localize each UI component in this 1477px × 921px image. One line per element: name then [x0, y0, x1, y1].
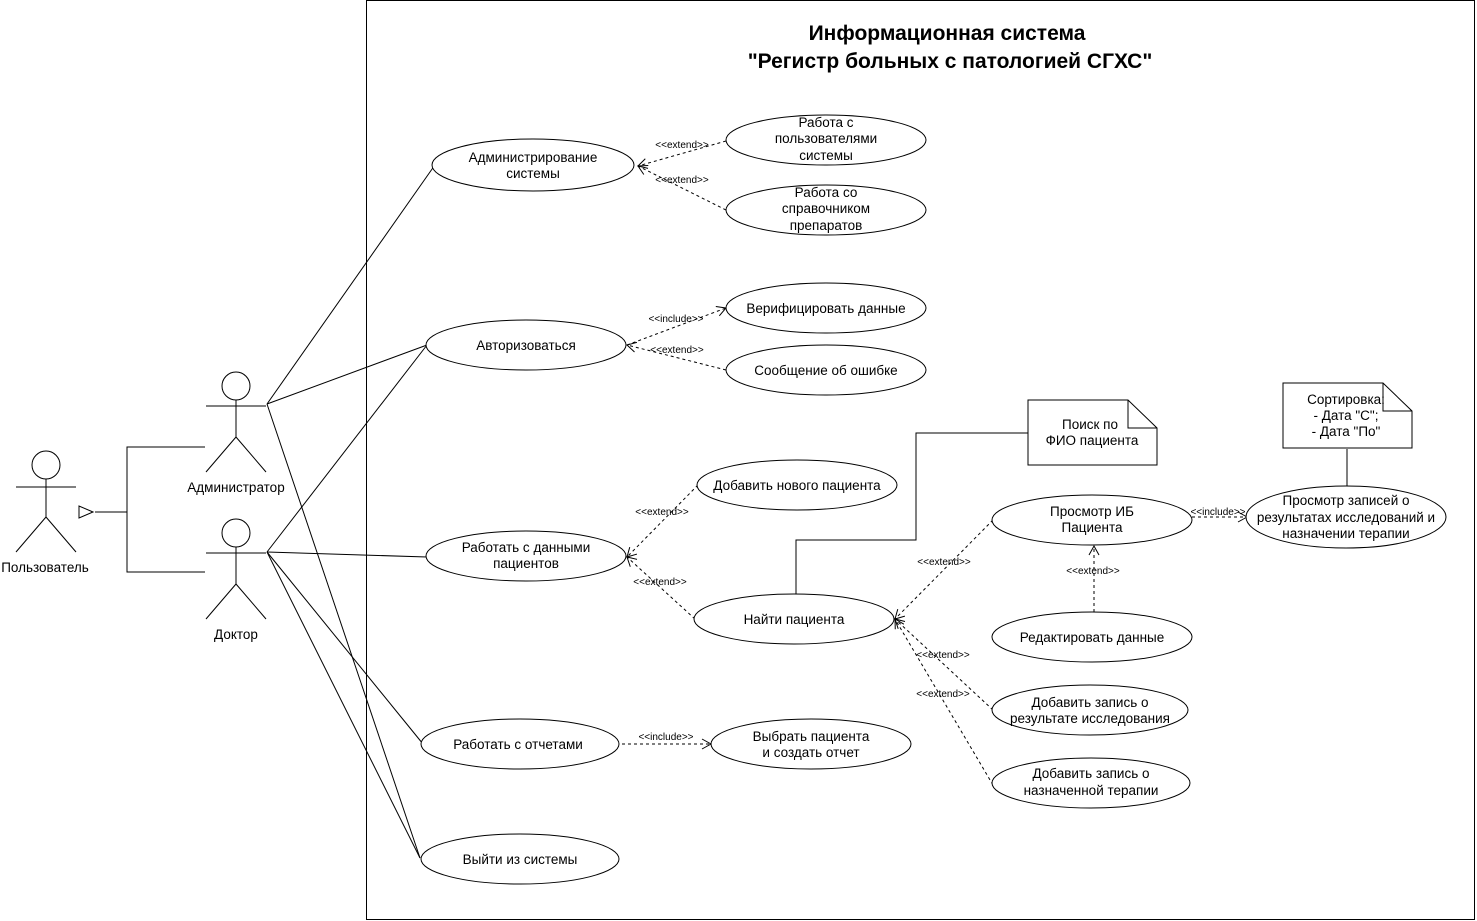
svg-text:препаратов: препаратов	[790, 218, 863, 233]
system-title-line1: Информационная система	[809, 22, 1086, 45]
svg-text:Добавить запись о: Добавить запись о	[1032, 766, 1149, 781]
actor-doctor: Доктор	[205, 518, 267, 642]
svg-text:назначении терапии: назначении терапии	[1282, 526, 1409, 541]
use-case-logout[interactable]: Выйти из системы	[420, 833, 620, 885]
svg-text:Работать с данными: Работать с данными	[462, 540, 591, 555]
note-search: Поиск по ФИО пациента	[1027, 399, 1158, 466]
actor-user: Пользователь	[1, 450, 89, 575]
use-case-view-record[interactable]: Просмотр ИБ Пациента	[991, 494, 1193, 546]
use-case-find-patient[interactable]: Найти пациента	[693, 593, 895, 645]
svg-text:Просмотр записей о: Просмотр записей о	[1282, 493, 1409, 508]
svg-text:Работать с отчетами: Работать с отчетами	[453, 737, 583, 752]
use-case-admin-system[interactable]: Администрирование системы	[431, 138, 635, 192]
actor-admin-label: Администратор	[187, 480, 284, 495]
svg-text:Просмотр ИБ: Просмотр ИБ	[1050, 504, 1134, 519]
note-sort: Сортировка: - Дата "С"; - Дата "По"	[1282, 382, 1413, 449]
use-case-error-message[interactable]: Сообщение об ошибке	[725, 344, 927, 396]
svg-text:системы: системы	[799, 148, 853, 163]
stereotype-label: <<include>>	[638, 732, 693, 743]
svg-text:Работа с: Работа с	[798, 115, 853, 130]
svg-text:результате исследования: результате исследования	[1010, 711, 1170, 726]
svg-text:Поиск по: Поиск по	[1062, 417, 1118, 432]
stereotype-label: <<include>>	[1190, 507, 1245, 518]
use-case-create-report[interactable]: Выбрать пациента и создать отчет	[710, 718, 912, 770]
note-connector-search	[795, 432, 1028, 598]
associations	[266, 161, 438, 859]
stereotype-label: <<extend>>	[1066, 566, 1120, 577]
svg-text:Авторизоваться: Авторизоваться	[476, 338, 576, 353]
svg-text:Добавить запись о: Добавить запись о	[1031, 695, 1148, 710]
svg-text:Выйти из системы: Выйти из системы	[463, 852, 578, 867]
svg-text:пользователями: пользователями	[775, 131, 877, 146]
stereotype-label: <<extend>>	[655, 175, 709, 186]
stereotype-label: <<extend>>	[916, 650, 970, 661]
svg-text:Выбрать пациента: Выбрать пациента	[753, 729, 870, 744]
svg-text:системы: системы	[506, 166, 560, 181]
actor-admin: Администратор	[187, 371, 285, 495]
use-case-verify-data[interactable]: Верифицировать данные	[725, 282, 927, 334]
stereotype-label: <<extend>>	[650, 345, 704, 356]
stereotype-label: <<extend>>	[633, 577, 687, 588]
svg-text:ФИО пациента: ФИО пациента	[1046, 433, 1139, 448]
use-case-reports[interactable]: Работать с отчетами	[420, 718, 620, 770]
svg-text:Верифицировать данные: Верифицировать данные	[746, 301, 905, 316]
svg-text:назначенной терапии: назначенной терапии	[1024, 783, 1159, 798]
stereotype-labels: <<extend>> <<extend>> <<include>> <<exte…	[633, 140, 1245, 743]
stereotype-label: <<include>>	[648, 314, 703, 325]
svg-text:справочником: справочником	[782, 201, 870, 216]
svg-text:- Дата "С";: - Дата "С";	[1314, 408, 1379, 423]
svg-text:Редактировать данные: Редактировать данные	[1020, 630, 1165, 645]
use-case-add-result[interactable]: Добавить запись о результате исследовани…	[991, 684, 1189, 736]
svg-text:Работа со: Работа со	[795, 185, 858, 200]
svg-text:Администрирование: Администрирование	[469, 150, 598, 165]
use-case-add-therapy[interactable]: Добавить запись о назначенной терапии	[991, 757, 1191, 809]
use-case-drug-directory[interactable]: Работа со справочником препаратов	[725, 184, 927, 236]
actor-user-label: Пользователь	[1, 560, 89, 575]
generalization-connector	[78, 446, 205, 573]
system-title-line2: "Регистр больных с патологией СГХС"	[748, 50, 1153, 73]
use-case-view-results[interactable]: Просмотр записей о результатах исследова…	[1245, 485, 1447, 549]
stereotype-label: <<extend>>	[916, 689, 970, 700]
use-case-manage-users[interactable]: Работа с пользователями системы	[725, 114, 927, 166]
svg-text:Пациента: Пациента	[1062, 520, 1123, 535]
svg-text:Добавить нового пациента: Добавить нового пациента	[713, 478, 881, 493]
stereotype-label: <<extend>>	[635, 507, 689, 518]
dependencies	[622, 140, 1249, 786]
svg-text:- Дата "По": - Дата "По"	[1312, 424, 1381, 439]
use-case-authorize[interactable]: Авторизоваться	[425, 319, 627, 371]
use-case-patient-data[interactable]: Работать с данными пациентов	[425, 530, 627, 582]
stereotype-label: <<extend>>	[655, 140, 709, 151]
svg-text:Сортировка:: Сортировка:	[1307, 392, 1385, 407]
use-case-add-patient[interactable]: Добавить нового пациента	[696, 459, 898, 511]
svg-text:и создать отчет: и создать отчет	[762, 745, 859, 760]
svg-text:Найти пациента: Найти пациента	[744, 612, 845, 627]
use-case-edit-data[interactable]: Редактировать данные	[991, 611, 1193, 663]
actor-doctor-label: Доктор	[214, 627, 258, 642]
svg-text:результатах исследований и: результатах исследований и	[1257, 510, 1435, 525]
svg-text:Сообщение об ошибке: Сообщение об ошибке	[754, 363, 897, 378]
stereotype-label: <<extend>>	[917, 557, 971, 568]
svg-text:пациентов: пациентов	[493, 556, 559, 571]
